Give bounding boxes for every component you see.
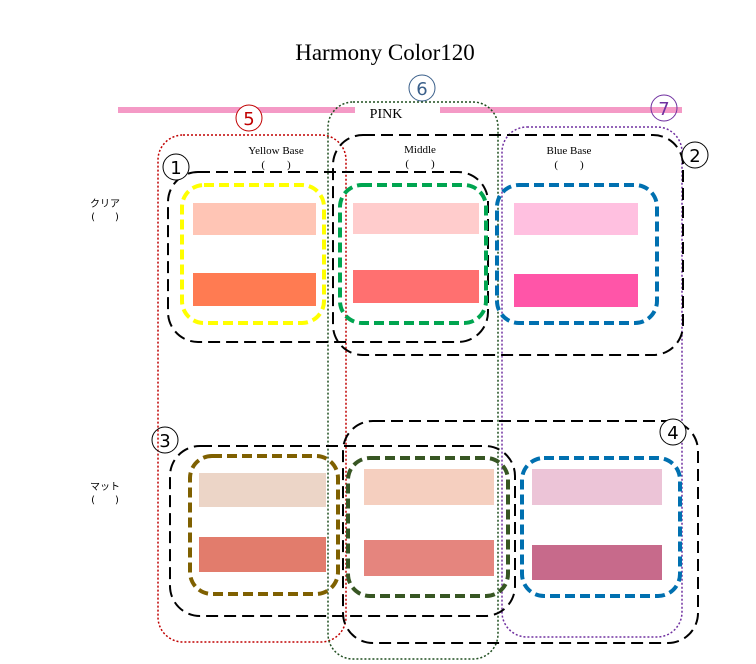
group-6-outline	[327, 101, 499, 660]
title: Harmony Color120	[295, 40, 475, 65]
clear-yellow-outline	[180, 183, 326, 325]
svg-text:2: 2	[689, 146, 700, 167]
row-paren-matte: ( )	[91, 495, 119, 506]
swatch-clear-yellow-base-light	[193, 203, 316, 235]
svg-text:3: 3	[159, 431, 170, 452]
swatch-matte-yellow-base-light	[199, 473, 326, 507]
svg-text:7: 7	[658, 99, 669, 120]
marker-6: 6	[408, 74, 436, 102]
svg-text:1: 1	[170, 158, 181, 179]
group-4-outline	[342, 420, 699, 644]
swatch-matte-blue-base-dark	[532, 545, 662, 580]
marker-4: 4	[659, 418, 687, 446]
swatch-clear-middle-light	[353, 203, 479, 234]
swatch-clear-yellow-base-dark	[193, 273, 316, 306]
group-2-outline	[332, 134, 684, 356]
row-paren-clear: ( )	[91, 212, 119, 223]
svg-text:6: 6	[416, 79, 427, 100]
swatch-clear-blue-base-dark	[514, 274, 638, 307]
row-label-clear: クリア	[90, 198, 120, 210]
pink-axis	[118, 107, 682, 113]
matte-middle-outline	[346, 456, 510, 598]
column-paren-blue-base: ( )	[554, 159, 584, 171]
matte-yellow-outline	[188, 454, 340, 596]
clear-blue-outline	[495, 183, 659, 325]
swatch-matte-yellow-base-dark	[199, 537, 326, 572]
clear-middle-outline	[338, 183, 488, 325]
svg-text:5: 5	[243, 109, 254, 130]
group-7-outline	[501, 126, 683, 638]
group-5-outline	[157, 134, 347, 643]
swatches	[193, 203, 662, 580]
pink-label: PINK	[370, 107, 403, 122]
column-paren-middle: ( )	[405, 158, 435, 170]
marker-3: 3	[151, 426, 179, 454]
swatch-matte-middle-dark	[364, 540, 494, 576]
swatch-matte-middle-light	[364, 469, 494, 505]
marker-7: 7	[650, 94, 678, 122]
swatch-clear-middle-dark	[353, 270, 479, 303]
matte-blue-outline	[520, 456, 682, 598]
marker-1: 1	[162, 153, 190, 181]
marker-5: 5	[235, 104, 263, 132]
column-paren-yellow-base: ( )	[261, 159, 291, 171]
column-label-yellow-base: Yellow Base	[248, 145, 304, 157]
row-label-matte: マット	[90, 482, 120, 493]
svg-text:4: 4	[667, 423, 678, 444]
column-label-blue-base: Blue Base	[547, 145, 592, 157]
marker-2: 2	[681, 141, 709, 169]
swatch-matte-blue-base-light	[532, 469, 662, 505]
column-label-middle: Middle	[404, 144, 436, 156]
swatch-clear-blue-base-light	[514, 203, 638, 235]
